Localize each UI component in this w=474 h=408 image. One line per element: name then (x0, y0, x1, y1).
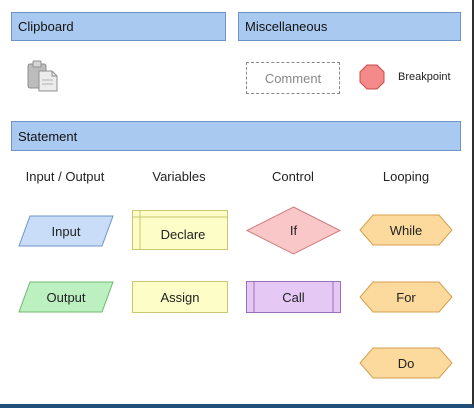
miscellaneous-header-label: Miscellaneous (245, 19, 328, 34)
clipboard-paste-button[interactable] (24, 60, 60, 94)
column-label-variables: Variables (152, 169, 206, 184)
clipboard-section-header: Clipboard (11, 12, 226, 41)
breakpoint-octagon-icon (359, 64, 385, 90)
column-label-looping: Looping (382, 169, 430, 184)
comment-shape[interactable]: Comment (246, 62, 340, 94)
call-shape[interactable]: Call (246, 281, 341, 313)
statement-header-label: Statement (18, 128, 78, 144)
comment-label: Comment (264, 70, 322, 86)
miscellaneous-section-header: Miscellaneous (238, 12, 461, 41)
clipboard-paste-icon (27, 60, 58, 92)
column-label-input-output: Input / Output (25, 169, 105, 184)
output-shape[interactable]: Output (18, 281, 114, 313)
breakpoint-label: Breakpoint (398, 71, 451, 83)
assign-shape[interactable]: Assign (132, 281, 228, 313)
statement-section-header: Statement (11, 121, 461, 151)
declare-shape[interactable]: Declare (132, 210, 228, 250)
for-shape[interactable]: For (359, 281, 453, 313)
breakpoint-shape[interactable] (359, 64, 385, 90)
while-shape[interactable]: While (359, 214, 453, 246)
do-shape[interactable]: Do (359, 347, 453, 379)
column-label-control: Control (272, 169, 314, 184)
if-shape[interactable]: If (245, 206, 342, 255)
clipboard-header-label: Clipboard (18, 19, 74, 34)
input-shape[interactable]: Input (18, 215, 114, 247)
